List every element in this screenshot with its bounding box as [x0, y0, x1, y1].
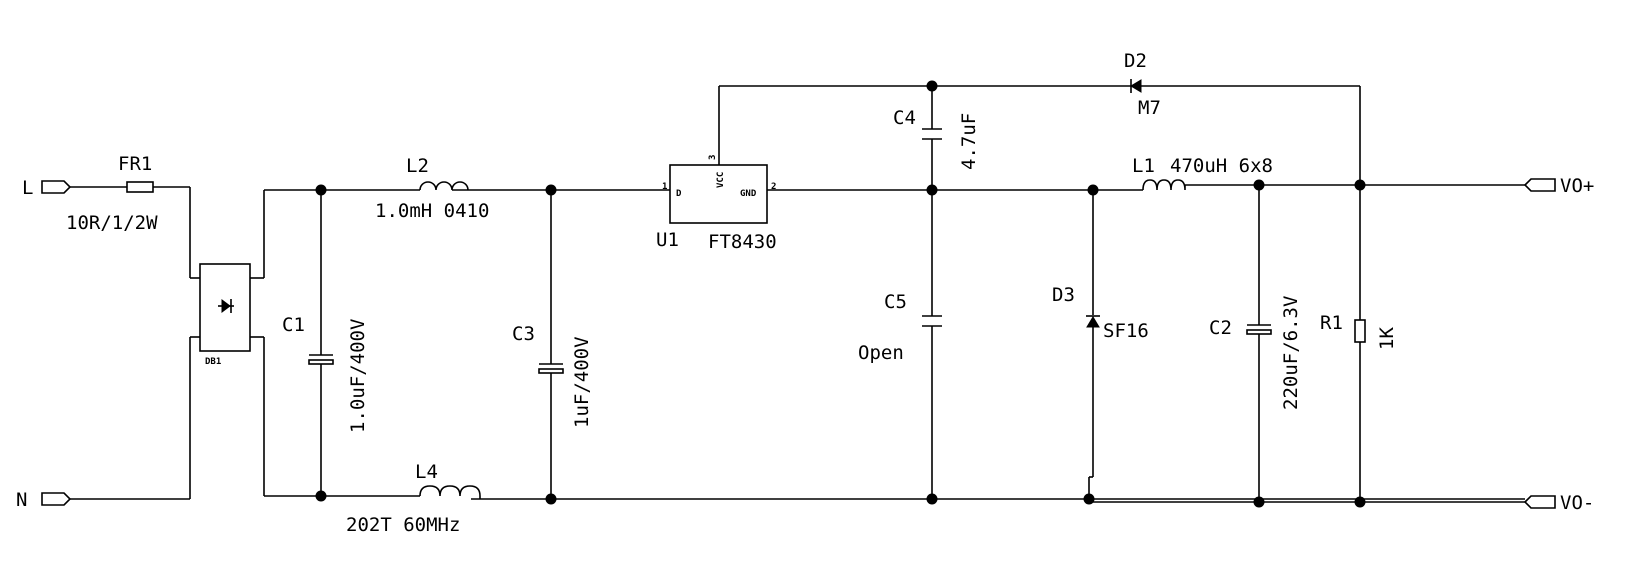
inductor-l4: L4 202T 60MHz	[346, 461, 481, 536]
junction-dot	[545, 184, 557, 196]
u1-pin3-number: 3	[708, 155, 718, 160]
terminal-vo-plus: VO+	[1523, 175, 1594, 197]
l2-value: 1.0mH 0410	[375, 200, 489, 222]
junction-dot	[1354, 179, 1366, 191]
bridge-rectifier-db1: DB1	[199, 263, 251, 367]
fr1-value: 10R/1/2W	[66, 212, 158, 234]
junction-dot	[1354, 496, 1366, 508]
junction-dot	[545, 493, 557, 505]
u1-ref: U1	[656, 229, 679, 251]
u1-part: FT8430	[708, 231, 777, 253]
terminal-n-label: N	[16, 489, 27, 511]
l4-ref: L4	[415, 461, 438, 483]
l4-value: 202T 60MHz	[346, 514, 460, 536]
junction-dot	[1253, 179, 1265, 191]
capacitor-c5: C5 Open	[858, 291, 942, 364]
junction-dot	[315, 490, 327, 502]
inductor-l2: L2 1.0mH 0410	[375, 155, 489, 222]
c2-value: 220uF/6.3V	[1280, 296, 1302, 410]
u1-pin3-name: VCC	[716, 172, 726, 188]
junction-dot	[315, 184, 327, 196]
l1-ref: L1	[1132, 155, 1155, 177]
u1-pin2-number: 2	[771, 182, 776, 192]
inductor-l1: L1 470uH 6x8	[1132, 155, 1273, 191]
c3-value: 1uF/400V	[571, 336, 593, 428]
capacitor-c2: C2 220uF/6.3V	[1209, 296, 1302, 410]
terminal-vo-plus-label: VO+	[1560, 175, 1594, 197]
junction-dot	[926, 80, 938, 92]
d2-ref: D2	[1124, 50, 1147, 72]
terminal-l-label: L	[22, 177, 33, 199]
r1-ref: R1	[1320, 312, 1343, 334]
junction-dot	[1087, 184, 1099, 196]
d2-value: M7	[1138, 97, 1161, 119]
u1-pin1-name: D	[676, 189, 682, 199]
wires	[70, 85, 1525, 503]
fr1-ref: FR1	[118, 153, 152, 175]
junction-dot	[1253, 496, 1265, 508]
c4-ref: C4	[893, 107, 916, 129]
junction-dot	[926, 184, 938, 196]
c1-value: 1.0uF/400V	[347, 319, 369, 433]
c2-ref: C2	[1209, 317, 1232, 339]
r1-value: 1K	[1376, 327, 1398, 350]
terminal-vo-minus-label: VO-	[1560, 492, 1594, 514]
c1-ref: C1	[282, 314, 305, 336]
u1-pin2-name: GND	[740, 189, 757, 199]
capacitor-c4: C4 4.7uF	[893, 107, 980, 170]
controller-u1: 1 D 2 GND 3 VCC U1 FT8430	[656, 155, 777, 253]
l1-value: 470uH 6x8	[1170, 155, 1273, 177]
c5-ref: C5	[884, 291, 907, 313]
d3-ref: D3	[1052, 284, 1075, 306]
diode-d2: D2 M7	[1124, 50, 1161, 119]
l2-ref: L2	[406, 155, 429, 177]
junction-dots	[315, 80, 1366, 508]
terminal-n: N	[16, 489, 72, 511]
u1-pin1-number: 1	[662, 182, 667, 192]
diode-d3: D3 SF16	[1052, 284, 1149, 342]
c5-value: Open	[858, 342, 904, 364]
junction-dot	[926, 493, 938, 505]
fuse-resistor-fr1: FR1 10R/1/2W	[66, 153, 158, 234]
c4-value: 4.7uF	[958, 113, 980, 170]
resistor-r1: R1 1K	[1320, 312, 1398, 350]
capacitor-c3: C3 1uF/400V	[512, 323, 593, 428]
terminal-vo-minus: VO-	[1523, 492, 1594, 514]
c3-ref: C3	[512, 323, 535, 345]
junction-dot	[1083, 493, 1095, 505]
d3-value: SF16	[1103, 320, 1149, 342]
bridge-diode-icon	[218, 299, 234, 313]
terminal-l: L	[22, 177, 72, 199]
capacitor-c1: C1 1.0uF/400V	[282, 314, 369, 433]
db1-ref: DB1	[205, 357, 221, 367]
